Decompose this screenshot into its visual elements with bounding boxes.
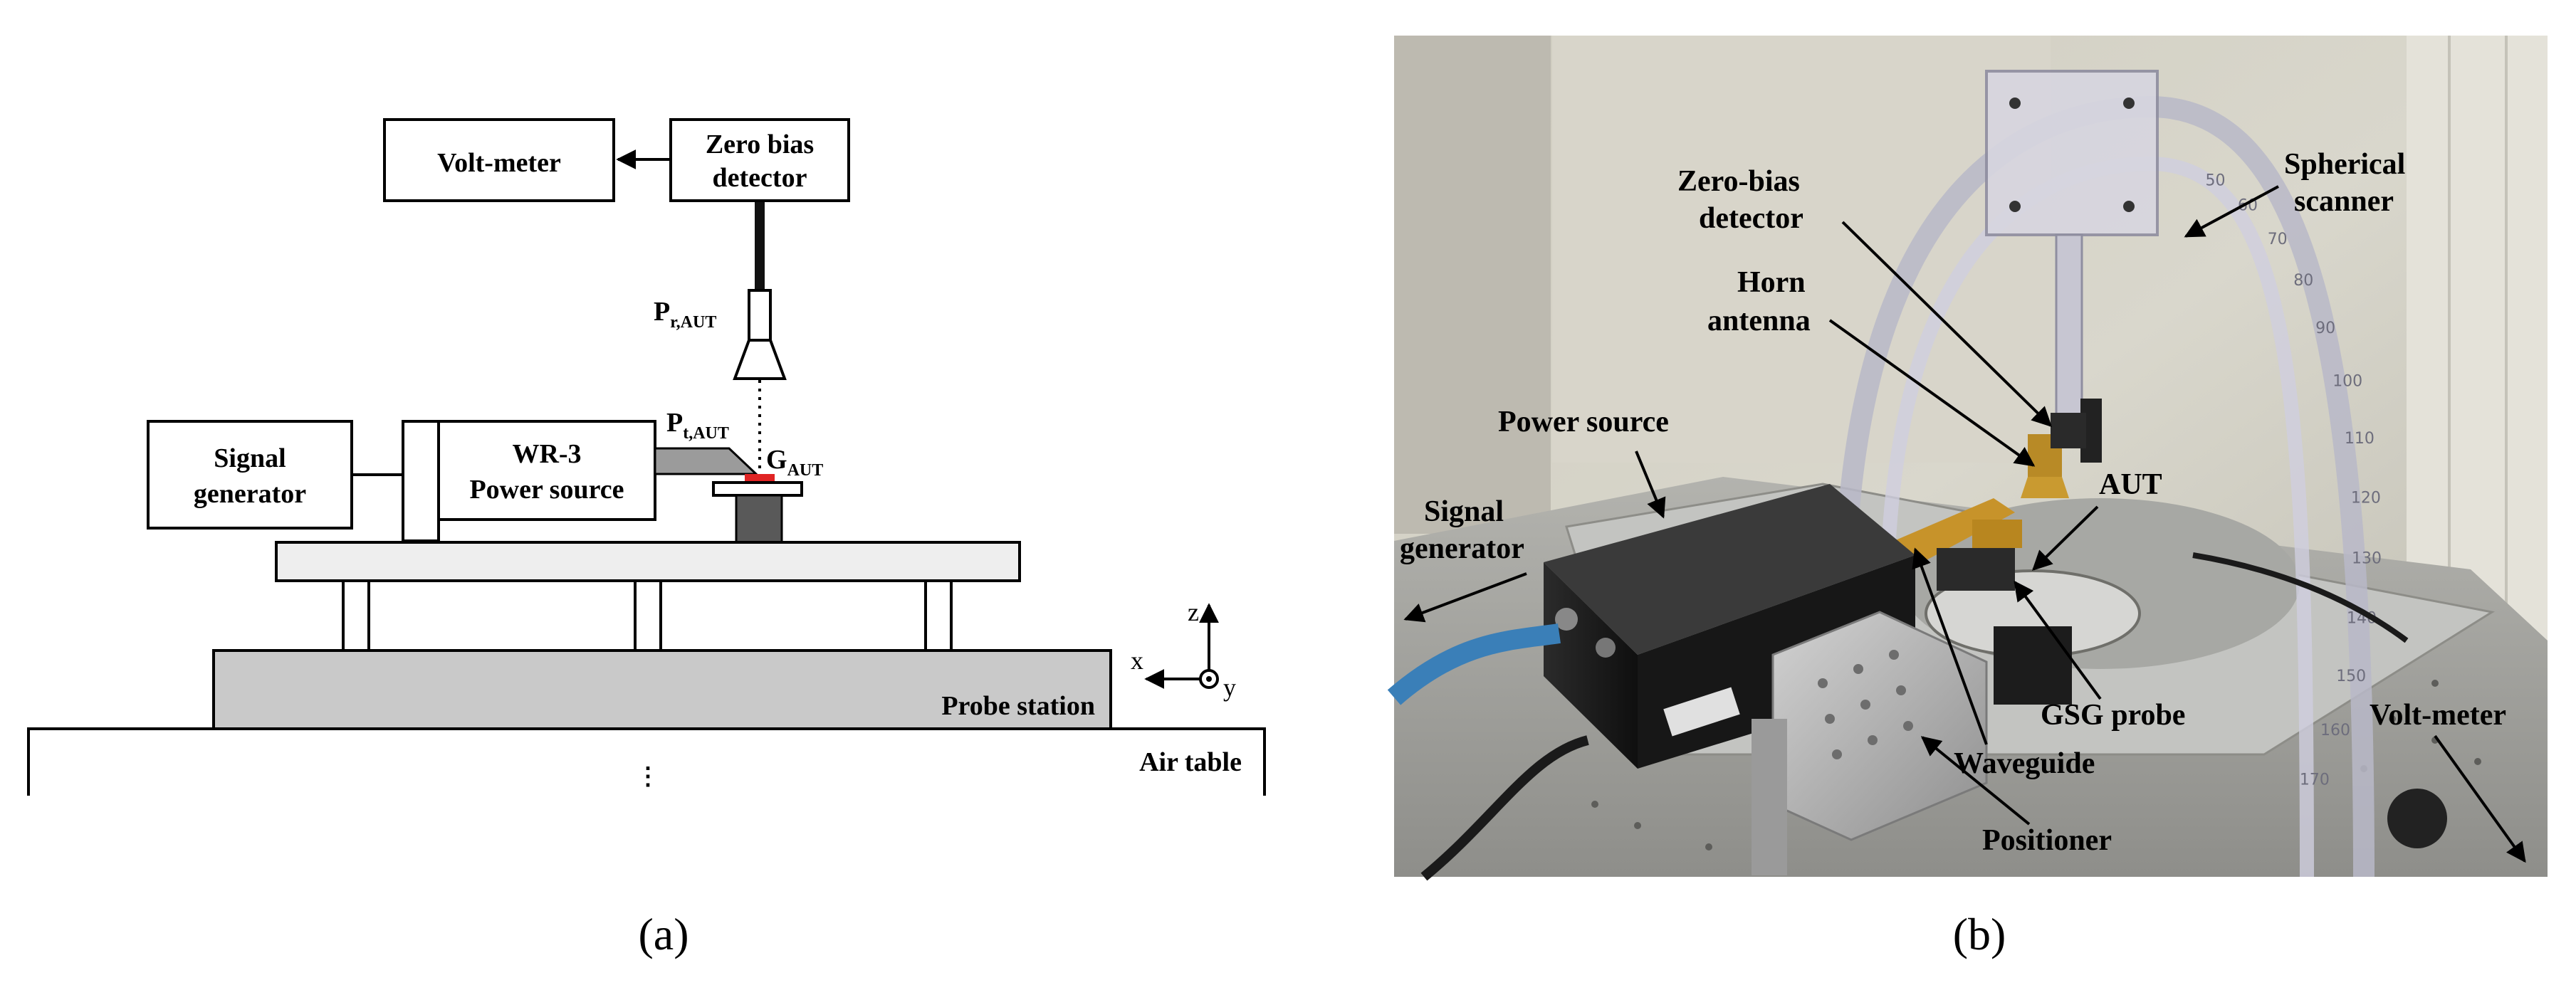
detector-cable (755, 202, 765, 290)
scale-mark: 70 (2268, 231, 2288, 248)
axis-x-label: x (1131, 646, 1143, 675)
vertical-rail (2055, 233, 2083, 443)
photo-label-zero-bias-2: detector (1699, 202, 1803, 235)
air-table-ellipsis: ⋮ (636, 764, 660, 790)
photo-label-signal-1: Signal (1424, 495, 1504, 528)
scale-mark: 100 (2332, 373, 2362, 391)
power-source-housing (402, 420, 440, 542)
scanner-knob (2387, 789, 2447, 848)
signal-generator-label-line2: generator (194, 479, 306, 509)
scale-mark: 170 (2300, 771, 2330, 789)
pr-aut-label: Pr,AUT (654, 297, 716, 332)
spherical-scanner-arc-inner (1880, 156, 2314, 878)
zero-bias-label-line2: detector (713, 163, 807, 193)
zero-bias-detector-box (669, 118, 850, 202)
platform-legs (342, 579, 953, 652)
upper-platform (275, 541, 1021, 582)
caption-b: (b) (1953, 909, 2006, 959)
scale-mark: 150 (2336, 668, 2366, 685)
photo-label-horn-1: Horn (1737, 266, 1806, 299)
photo-label-gsg-probe: GSG probe (2041, 699, 2185, 732)
scale-mark: 80 (2293, 272, 2313, 290)
zero-bias-label-line1: Zero bias (706, 130, 814, 159)
air-table-outline (27, 727, 1266, 796)
photo-label-spherical-2: scanner (2294, 185, 2394, 218)
wr3-label-line1: WR-3 (512, 439, 581, 469)
scale-mark: 50 (2206, 172, 2226, 189)
photo-label-zero-bias-1: Zero-bias (1677, 165, 1800, 198)
wr3-power-source-box (437, 420, 656, 521)
voltmeter-box (383, 118, 615, 202)
photo-label-volt-meter: Volt-meter (2370, 699, 2506, 732)
gsg-probe-photo (1937, 548, 2015, 591)
wall-left (1394, 36, 1551, 534)
photo-label-power-source: Power source (1498, 406, 1669, 438)
signal-generator-label-line1: Signal (214, 443, 286, 473)
panel-a-schematic: Volt-meter Zero bias detector Pr,AUT Sig… (27, 118, 1266, 959)
wr3-label-line2: Power source (469, 475, 624, 505)
voltmeter-label: Volt-meter (437, 148, 561, 178)
photo-label-horn-2: antenna (1707, 305, 1811, 337)
signal-generator-box (147, 420, 353, 530)
scale-mark: 160 (2320, 722, 2350, 739)
spherical-scanner-arc-outer (1833, 95, 2375, 878)
waveguide-photo (1894, 498, 2015, 562)
horn-flange (748, 289, 772, 342)
g-aut-label: GAUT (766, 445, 823, 480)
photo-label-positioner: Positioner (1982, 824, 2112, 857)
photo-label-waveguide: Waveguide (1954, 747, 2095, 780)
blue-cable (1387, 623, 1561, 705)
scale-mark: 130 (2352, 550, 2382, 568)
scale-mark: 110 (2345, 430, 2375, 448)
power-source-photo (1544, 484, 1915, 655)
chuck-plate (712, 481, 803, 497)
caption-a: (a) (638, 909, 688, 959)
scale-mark: 120 (2351, 490, 2381, 507)
photo-label-aut: AUT (2099, 468, 2162, 501)
axis-y-label: y (1223, 673, 1236, 702)
photo-annotations: Zero-bias detector Spherical scanner Hor… (1400, 148, 2526, 863)
chuck-post (735, 494, 783, 544)
coordinate-axes: z x y (1131, 598, 1236, 702)
gsg-probe-schematic (654, 447, 759, 475)
scale-mark: 90 (2315, 320, 2335, 337)
photo-label-spherical-1: Spherical (2284, 148, 2405, 181)
air-table-label: Air table (1139, 747, 1242, 777)
probe-station-label: Probe station (941, 691, 1095, 721)
axis-z-label: z (1188, 598, 1199, 626)
zero-bias-detector-photo (2051, 413, 2086, 448)
horn-antenna-schematic (733, 339, 787, 380)
photo-label-signal-2: generator (1400, 532, 1524, 565)
aut-chip (745, 474, 775, 483)
wall-panel (1552, 36, 2051, 463)
pt-aut-label: Pt,AUT (666, 408, 729, 443)
